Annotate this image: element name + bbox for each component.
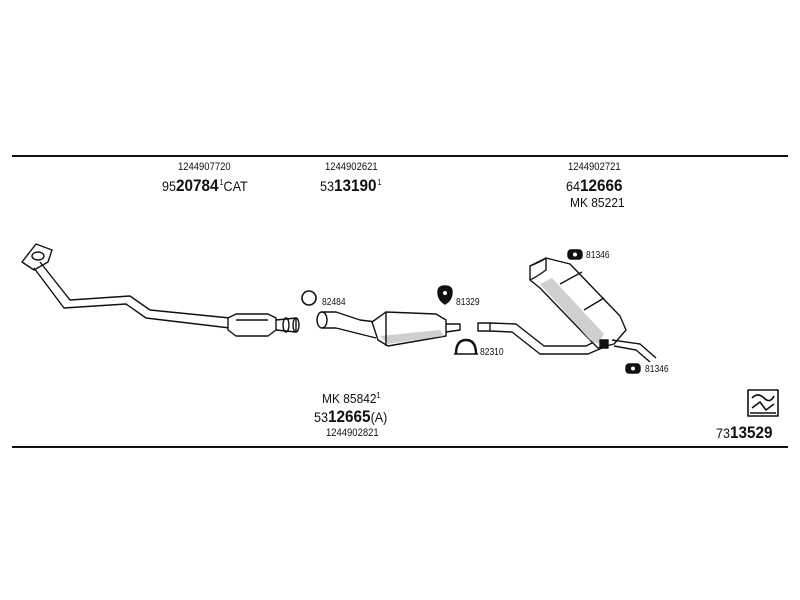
middle-silencer-drawing xyxy=(316,311,461,347)
front-pipe-drawing xyxy=(21,243,300,337)
rear-pipe-inlet-sleeve xyxy=(477,322,491,332)
fitting-rubber-mount-top-label: 81346 xyxy=(586,250,610,261)
rear-muffler-band-1 xyxy=(559,271,583,285)
rear-muffler-bracket xyxy=(599,339,609,349)
rear-muffler-band-2 xyxy=(583,297,605,311)
center-pipe-part-number: 53131901 xyxy=(320,177,381,194)
front-pipe-part-number: 95207841CAT xyxy=(162,177,248,194)
front-pipe-outlet xyxy=(275,317,297,333)
front-pipe-suffix: CAT xyxy=(223,178,248,194)
rubber-mount-top-icon xyxy=(567,249,583,260)
middle-silencer-suffix: (A) xyxy=(370,409,388,425)
middle-silencer-mk-text: MK 85842 xyxy=(322,391,377,406)
rear-muffler-prefix: 64 xyxy=(566,178,581,194)
middle-silencer-number: 12665 xyxy=(328,407,371,426)
front-pipe-prefix: 95 xyxy=(162,178,177,194)
front-pipe-flange xyxy=(21,243,53,271)
middle-silencer-inlet-ring xyxy=(316,311,328,329)
fitting-clamp-label: 82310 xyxy=(480,347,504,358)
front-pipe-tube-lower xyxy=(33,267,231,329)
center-pipe-prefix: 53 xyxy=(320,178,335,194)
center-pipe-number: 13190 xyxy=(334,176,377,195)
middle-silencer-inlet xyxy=(322,311,377,339)
bottom-rule xyxy=(12,446,788,448)
rear-muffler-part-number: 6412666 xyxy=(566,177,623,194)
middle-silencer-mk-sup: 1 xyxy=(376,391,381,400)
fitting-rubber-mount-center-label: 81329 xyxy=(456,297,480,308)
front-pipe-tube-upper xyxy=(39,261,231,319)
front-pipe-outlet-ring-2 xyxy=(292,317,300,333)
rear-muffler-shade xyxy=(540,278,604,344)
kit-box-icon xyxy=(747,389,779,417)
fitting-rubber-mount-bottom-label: 81346 xyxy=(645,364,669,375)
kit-number: 7313529 xyxy=(716,424,773,441)
top-rule xyxy=(12,155,788,157)
rear-muffler-number: 12666 xyxy=(580,176,623,195)
rear-muffler-drawing xyxy=(477,257,657,363)
center-pipe-sup: 1 xyxy=(377,178,382,187)
ring-icon xyxy=(301,290,317,306)
kit-prefix: 73 xyxy=(716,425,731,441)
front-pipe-outlet-ring-1 xyxy=(282,317,290,333)
rear-muffler-tailpipe xyxy=(611,339,657,363)
rear-muffler-oem: 1244902721 xyxy=(568,161,621,173)
middle-silencer-shade xyxy=(380,330,444,344)
rear-pipe-tube-lower xyxy=(489,330,603,355)
middle-silencer-part-number: 5312665(A) xyxy=(314,408,387,425)
front-pipe-flange-hole xyxy=(31,251,45,261)
front-pipe-oem: 1244907720 xyxy=(178,161,231,173)
clamp-icon xyxy=(454,338,478,355)
rear-pipe-tube-upper xyxy=(489,322,599,347)
rubber-mount-bottom-icon xyxy=(625,363,641,374)
middle-silencer-oem: 1244902821 xyxy=(326,427,379,439)
middle-silencer-outlet xyxy=(445,323,461,333)
rubber-mount-center-icon xyxy=(437,285,453,305)
fitting-ring-label: 82484 xyxy=(322,297,346,308)
rear-muffler-front-cap xyxy=(529,257,547,281)
middle-silencer-prefix: 53 xyxy=(314,409,329,425)
kit-main-number: 13529 xyxy=(730,423,773,442)
rear-muffler-mk: MK 85221 xyxy=(570,195,625,210)
front-pipe-sup: 1 xyxy=(219,178,224,187)
front-pipe-number: 20784 xyxy=(176,176,219,195)
catalytic-converter xyxy=(227,313,277,337)
middle-silencer-mk: MK 858421 xyxy=(322,391,381,406)
center-pipe-oem: 1244902621 xyxy=(325,161,378,173)
